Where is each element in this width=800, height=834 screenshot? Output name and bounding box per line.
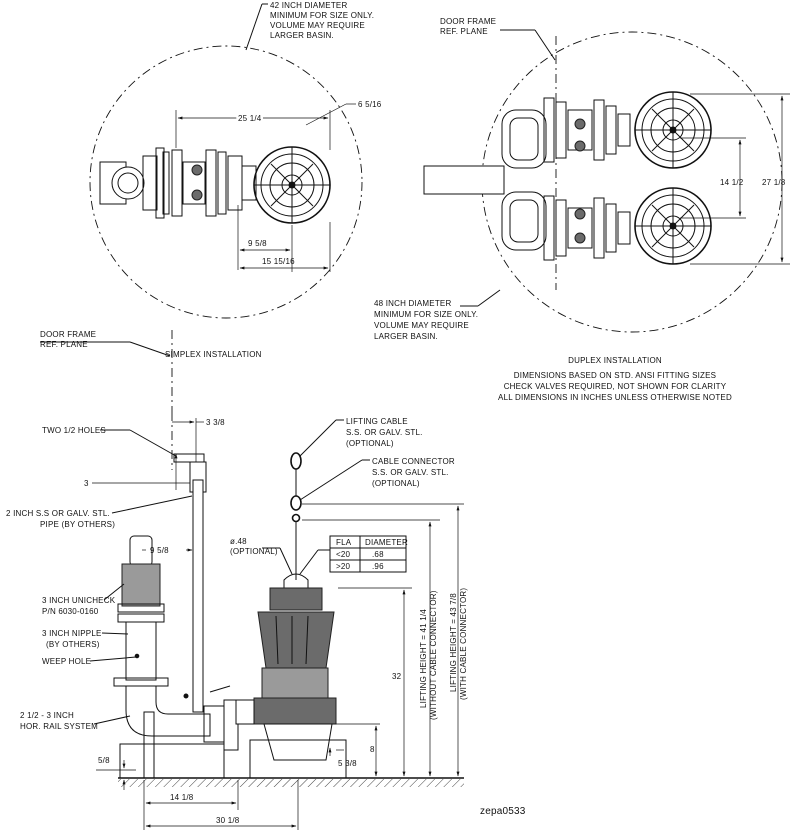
dim-14-1-2: 14 1/2 (720, 178, 744, 187)
elevation-right-labels: LIFTING CABLE S.S. OR GALV. STL. (OPTION… (230, 417, 455, 575)
svg-text:LIFTING CABLE: LIFTING CABLE (346, 417, 408, 426)
svg-text:DIMENSIONS BASED ON STD. ANSI: DIMENSIONS BASED ON STD. ANSI FITTING SI… (514, 371, 716, 380)
dim-9-5-8-top: 9 5/8 (248, 239, 267, 248)
elevation-left-labels: TWO 1/2 HOLES 3 3/8 3 2 INCH S.S OR GALV… (6, 418, 225, 790)
simplex-caption: SIMPLEX INSTALLATION (165, 350, 262, 359)
svg-text:VOLUME MAY REQUIRE: VOLUME MAY REQUIRE (374, 321, 469, 330)
svg-text:DUPLEX INSTALLATION: DUPLEX INSTALLATION (568, 356, 662, 365)
lifting-cable (290, 452, 302, 580)
duplex-upper-assembly (501, 91, 712, 169)
lifting-height-with: LIFTING HEIGHT = 43 7/8 (449, 593, 458, 692)
svg-text:HOR. RAIL SYSTEM: HOR. RAIL SYSTEM (20, 722, 98, 731)
svg-text:2 1/2 - 3 INCH: 2 1/2 - 3 INCH (20, 711, 74, 720)
svg-text:REF. PLANE: REF. PLANE (40, 340, 88, 349)
table-header-diameter: DIAMETER (365, 538, 408, 547)
dim-3-3-8: 3 3/8 (206, 418, 225, 427)
fla-diameter-table: FLA DIAMETER <20 .68 >20 .96 (329, 535, 408, 573)
dim-9-5-8-elev: 9 5/8 (150, 546, 169, 555)
svg-text:ø.48: ø.48 (230, 537, 247, 546)
simplex-discharge-fitting (99, 147, 257, 219)
duplex-basin-note: 48 INCH DIAMETER MINIMUM FOR SIZE ONLY. … (374, 289, 501, 341)
dim-3: 3 (84, 479, 89, 488)
svg-text:3 INCH UNICHECK: 3 INCH UNICHECK (42, 596, 116, 605)
svg-text:S.S. OR GALV. STL.: S.S. OR GALV. STL. (372, 468, 449, 477)
simplex-dimensions: 25 1/4 6 5/16 9 5/8 15 15/16 (175, 100, 382, 272)
guide-rail (173, 453, 207, 713)
elevation-view: TWO 1/2 HOLES 3 3/8 3 2 INCH S.S OR GALV… (6, 412, 468, 830)
dim-8: 8 (370, 745, 375, 754)
ground-line (118, 777, 464, 787)
svg-text:REF. PLANE: REF. PLANE (440, 27, 488, 36)
svg-text:42 INCH DIAMETER: 42 INCH DIAMETER (270, 1, 347, 10)
svg-text:MINIMUM FOR SIZE ONLY.: MINIMUM FOR SIZE ONLY. (270, 11, 374, 20)
svg-text:2 INCH S.S OR GALV. STL.: 2 INCH S.S OR GALV. STL. (6, 509, 110, 518)
svg-text:CHECK VALVES REQUIRED, NOT SHO: CHECK VALVES REQUIRED, NOT SHOWN FOR CLA… (504, 382, 727, 391)
svg-text:(OPTIONAL): (OPTIONAL) (230, 547, 278, 556)
svg-text:ALL DIMENSIONS IN INCHES UNLES: ALL DIMENSIONS IN INCHES UNLESS OTHERWIS… (498, 393, 732, 402)
dim-25-1-4: 25 1/4 (238, 114, 262, 123)
dim-15-15-16: 15 15/16 (262, 257, 295, 266)
duplex-door-frame-label: DOOR FRAME REF. PLANE (440, 17, 556, 61)
svg-text:VOLUME MAY REQUIRE: VOLUME MAY REQUIRE (270, 21, 365, 30)
svg-text:(BY OTHERS): (BY OTHERS) (46, 640, 100, 649)
svg-text:3 INCH NIPPLE: 3 INCH NIPPLE (42, 629, 102, 638)
svg-text:PIPE (BY OTHERS): PIPE (BY OTHERS) (40, 520, 115, 529)
simplex-door-frame-label: DOOR FRAME REF. PLANE (40, 330, 171, 357)
dim-27-1-8: 27 1/8 (762, 178, 786, 187)
table-cell: .96 (372, 562, 384, 571)
table-cell: <20 (336, 550, 351, 559)
svg-text:(WITH CABLE CONNECTOR): (WITH CABLE CONNECTOR) (459, 588, 468, 700)
simplex-pump-top (253, 146, 331, 224)
pump-elevation (235, 573, 347, 779)
dim-5-8: 5/8 (98, 756, 110, 765)
duplex-caption: DUPLEX INSTALLATION DIMENSIONS BASED ON … (498, 356, 732, 402)
svg-text:TWO 1/2 HOLES: TWO 1/2 HOLES (42, 426, 106, 435)
duplex-lower-assembly (501, 187, 712, 265)
simplex-basin-outline (89, 45, 363, 319)
svg-text:(OPTIONAL): (OPTIONAL) (372, 479, 420, 488)
svg-text:MINIMUM FOR SIZE ONLY.: MINIMUM FOR SIZE ONLY. (374, 310, 478, 319)
table-cell: .68 (372, 550, 384, 559)
elevation-bottom-dims: 14 1/8 30 1/8 (143, 780, 299, 830)
table-cell: >20 (336, 562, 351, 571)
dim-6-5-16: 6 5/16 (358, 100, 382, 109)
svg-text:WEEP HOLE: WEEP HOLE (42, 657, 91, 666)
svg-text:LARGER BASIN.: LARGER BASIN. (374, 332, 438, 341)
simplex-top-view: 42 INCH DIAMETER MINIMUM FOR SIZE ONLY. … (40, 1, 382, 412)
dim-30-1-8: 30 1/8 (216, 816, 240, 825)
dim-14-1-8: 14 1/8 (170, 793, 194, 802)
svg-text:DOOR FRAME: DOOR FRAME (440, 17, 496, 26)
svg-text:LARGER BASIN.: LARGER BASIN. (270, 31, 334, 40)
drawing-id: zepa0533 (480, 806, 526, 817)
duplex-dimensions: 14 1/2 27 1/8 (680, 93, 790, 265)
table-header-fla: FLA (336, 538, 352, 547)
dim-32: 32 (392, 672, 402, 681)
svg-text:CABLE CONNECTOR: CABLE CONNECTOR (372, 457, 455, 466)
simplex-basin-note: 42 INCH DIAMETER MINIMUM FOR SIZE ONLY. … (245, 1, 374, 51)
lifting-height-without: LIFTING HEIGHT = 41 1/4 (419, 609, 428, 708)
svg-text:(WITHOUT CABLE CONNECTOR): (WITHOUT CABLE CONNECTOR) (429, 590, 438, 720)
dim-5-3-8: 5 3/8 (338, 759, 357, 768)
svg-text:DOOR FRAME: DOOR FRAME (40, 330, 96, 339)
duplex-top-view: DOOR FRAME REF. PLANE (374, 17, 790, 402)
elevation-vertical-dims: 32 8 5 3/8 LIFTING HEIGHT = 41 1/4 (WITH… (302, 503, 468, 777)
svg-text:48 INCH DIAMETER: 48 INCH DIAMETER (374, 299, 451, 308)
svg-text:(OPTIONAL): (OPTIONAL) (346, 439, 394, 448)
svg-text:P/N 6030-0160: P/N 6030-0160 (42, 607, 99, 616)
svg-text:S.S. OR GALV. STL.: S.S. OR GALV. STL. (346, 428, 423, 437)
